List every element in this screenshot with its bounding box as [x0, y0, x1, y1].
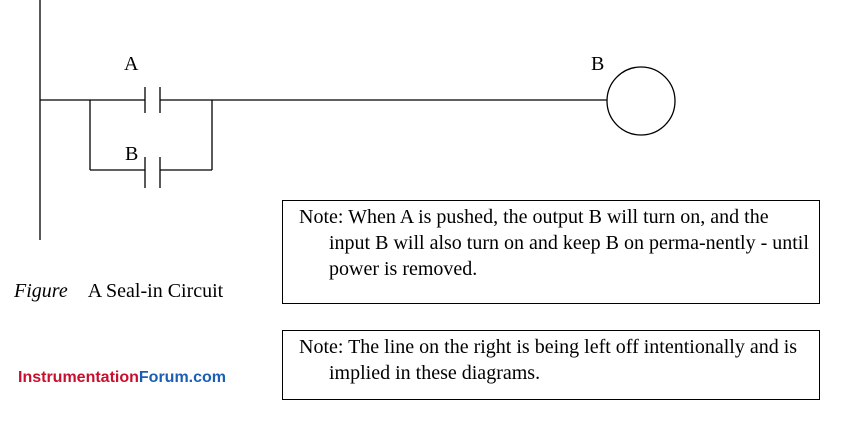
figure-word: Figure — [14, 280, 68, 302]
brand-watermark: InstrumentationForum.com — [18, 369, 226, 387]
note-right-rail-omitted: Note: The line on the right is being lef… — [282, 330, 820, 400]
brand-part-1: Instrumentation — [18, 369, 139, 386]
coil-b — [606, 66, 676, 136]
note-text: Note: When A is pushed, the output B wil… — [299, 206, 809, 280]
brand-part-2: Forum.com — [138, 369, 227, 386]
contact-a-label: A — [124, 53, 139, 75]
note-text: Note: The line on the right is being lef… — [299, 336, 798, 384]
figure-title: A Seal-in Circuit — [87, 280, 224, 302]
figure-caption: Figure A Seal-in Circuit — [14, 280, 223, 303]
note-seal-in-explanation: Note: When A is pushed, the output B wil… — [282, 200, 820, 304]
contact-b-label: B — [125, 143, 138, 165]
coil-label: B — [591, 53, 604, 75]
